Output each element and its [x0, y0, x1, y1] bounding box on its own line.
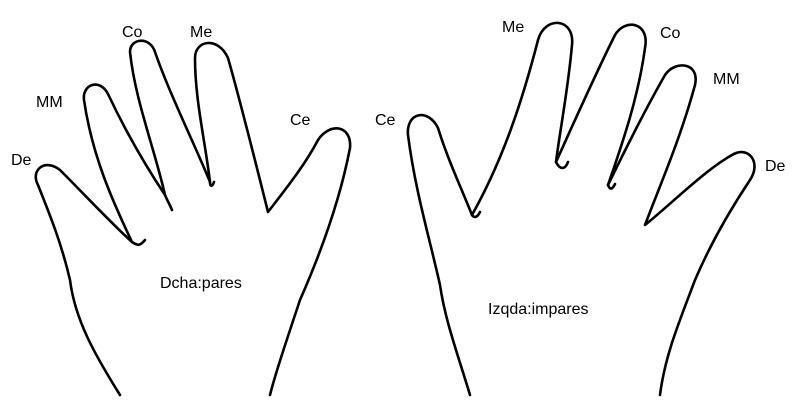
right-palm-label: Izqda:impares	[488, 301, 589, 318]
left-hand-outline	[36, 41, 350, 395]
right-little-finger-label: De	[765, 158, 786, 175]
right-hand	[408, 23, 755, 395]
right-thumb-label: Ce	[375, 112, 396, 129]
left-middle-finger-label: Co	[122, 24, 143, 41]
right-ring-finger-label: MM	[713, 71, 740, 88]
right-index-finger-label: Me	[502, 19, 524, 36]
left-ring-finger-label: MM	[36, 94, 63, 111]
left-index-finger-label: Me	[190, 24, 212, 41]
left-palm-label: Dcha:pares	[160, 275, 242, 292]
left-hand	[36, 41, 350, 395]
left-thumb-label: Ce	[290, 112, 311, 129]
left-little-finger-label: De	[11, 152, 32, 169]
right-hand-outline	[408, 23, 755, 395]
right-middle-finger-label: Co	[660, 25, 681, 42]
